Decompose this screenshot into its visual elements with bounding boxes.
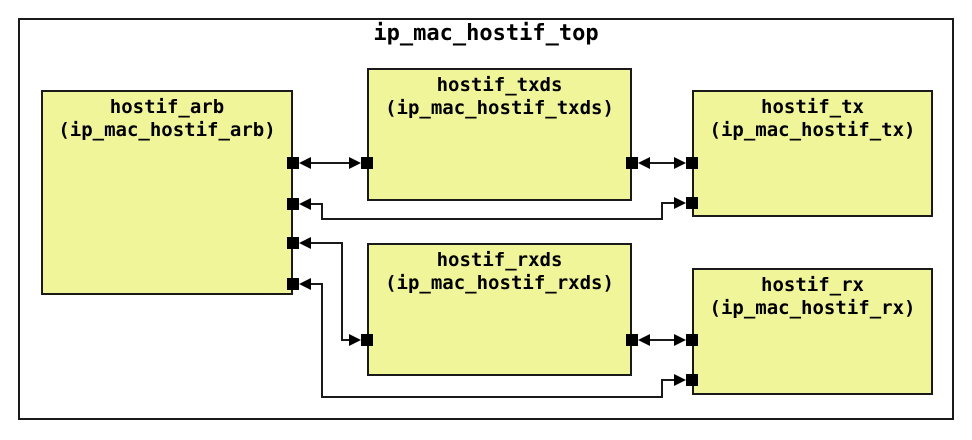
module-instance: (ip_mac_hostif_rxds) bbox=[385, 272, 614, 294]
module-name: hostif_arb bbox=[109, 96, 225, 118]
module-box-hostif-tx[interactable]: hostif_tx (ip_mac_hostif_tx) bbox=[692, 90, 933, 217]
module-name: hostif_rxds bbox=[436, 249, 563, 271]
module-name: hostif_rx bbox=[761, 274, 864, 296]
module-box-hostif-arb[interactable]: hostif_arb (ip_mac_hostif_arb) bbox=[41, 90, 293, 295]
module-box-hostif-txds[interactable]: hostif_txds (ip_mac_hostif_txds) bbox=[367, 68, 632, 201]
diagram-title: ip_mac_hostif_top bbox=[373, 21, 599, 46]
module-box-hostif-rx[interactable]: hostif_rx (ip_mac_hostif_rx) bbox=[692, 268, 933, 395]
module-instance: (ip_mac_hostif_rx) bbox=[709, 297, 916, 319]
module-name: hostif_txds bbox=[436, 74, 563, 96]
module-instance: (ip_mac_hostif_txds) bbox=[385, 97, 614, 119]
module-instance: (ip_mac_hostif_arb) bbox=[58, 119, 276, 141]
module-box-hostif-rxds[interactable]: hostif_rxds (ip_mac_hostif_rxds) bbox=[367, 243, 632, 376]
module-name: hostif_tx bbox=[761, 96, 864, 118]
module-instance: (ip_mac_hostif_tx) bbox=[709, 119, 916, 141]
